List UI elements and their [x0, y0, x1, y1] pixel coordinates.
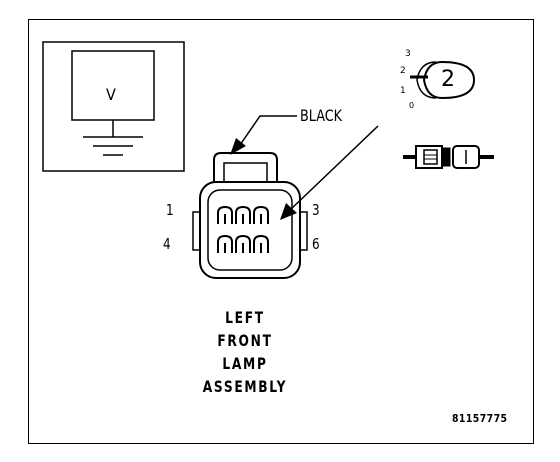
pin-number-4: 4 [163, 235, 171, 253]
pointer-arrow [280, 125, 379, 220]
component-title: LEFT FRONT LAMP ASSEMBLY [190, 306, 301, 398]
side-view-connector-icon [403, 145, 494, 169]
title-line: LAMP [222, 354, 268, 373]
view-tick-0: 0 [409, 101, 415, 110]
cavity-3 [253, 205, 269, 224]
cavity-1 [217, 205, 233, 224]
figure-id: 81157775 [452, 412, 508, 425]
pin-number-6: 6 [312, 235, 320, 253]
cavity-4 [217, 234, 233, 253]
title-line: FRONT [217, 331, 273, 350]
view-number: 2 [441, 67, 455, 92]
title-line: ASSEMBLY [202, 377, 288, 396]
terminal-cavities [217, 205, 269, 253]
wire-color-label: BLACK [300, 106, 343, 125]
view-tick-3: 3 [405, 49, 411, 59]
cavity-5 [235, 234, 251, 253]
view-tick-2: 2 [400, 66, 406, 76]
view-tick-1: 1 [400, 86, 406, 96]
title-line: LEFT [225, 308, 265, 327]
connector-housing [192, 152, 308, 279]
cavity-6 [253, 234, 269, 253]
voltmeter-ground-icon [42, 41, 185, 172]
pin-number-1: 1 [166, 201, 174, 219]
voltmeter-symbol-label: V [106, 85, 116, 104]
cavity-2 [235, 205, 251, 224]
pin-number-3: 3 [312, 201, 320, 219]
diagram-frame [28, 19, 534, 444]
black-leader-arrow [230, 115, 297, 155]
view-circle-icon [410, 61, 476, 99]
